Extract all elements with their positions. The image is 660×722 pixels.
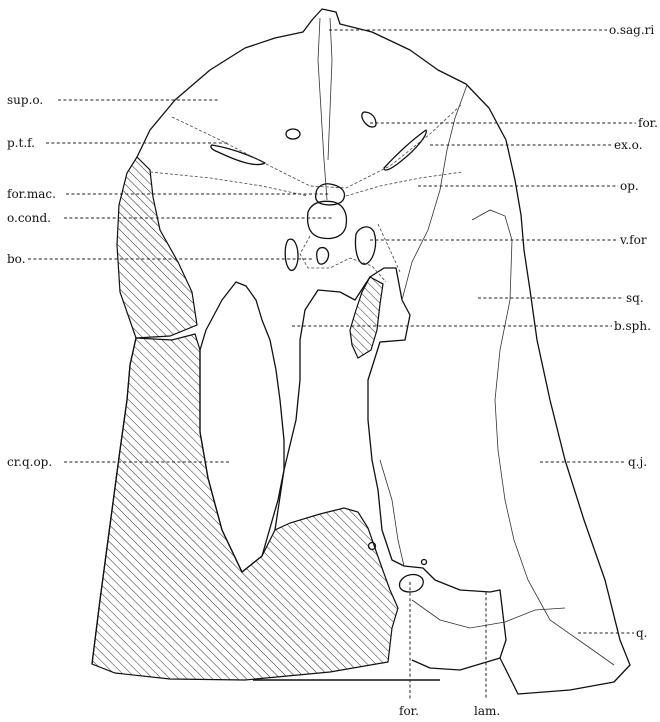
label-ex-o: ex.o.	[614, 138, 643, 152]
post-temporal-fenestra-left	[211, 145, 265, 165]
quadrate-lower-outline	[380, 460, 404, 566]
label-v-for: v.for	[619, 233, 647, 247]
occipital-ridge-right	[328, 18, 332, 160]
small-foramen-center	[317, 248, 329, 264]
label-for-mac: for.mac.	[7, 187, 56, 201]
label-o-cond: o.cond.	[7, 211, 51, 225]
label-for-upper: for.	[638, 116, 658, 130]
hatched-left-strip	[117, 157, 197, 338]
label-q: q.	[636, 626, 648, 640]
label-sq: sq.	[626, 291, 644, 305]
crest-curve	[402, 85, 467, 300]
occipital-ridge	[318, 18, 327, 200]
suture-opisthotic-right	[346, 172, 462, 196]
post-temporal-fenestra-right	[384, 130, 426, 170]
foramen-lower	[399, 575, 423, 592]
label-for-lower: for.	[399, 704, 419, 718]
vagus-foramen	[355, 227, 375, 264]
hatched-center-patch	[350, 277, 383, 358]
suture-side	[378, 224, 400, 272]
label-o-sag-ri: o.sag.ri	[609, 23, 654, 37]
suture-opisthotic-left	[150, 172, 308, 196]
lower-jaw-outline	[412, 600, 565, 628]
label-q-j: q.j.	[628, 455, 647, 469]
foramen-upper-right	[362, 112, 376, 127]
label-bo: bo.	[7, 252, 26, 266]
label-p-t-f: p.t.f.	[7, 136, 35, 150]
label-lam: lam.	[474, 704, 500, 718]
occipital-condyle	[308, 201, 347, 238]
hatched-lower-block	[92, 334, 398, 680]
label-b-sph: b.sph.	[614, 319, 651, 333]
basioccipital-foramen	[285, 239, 298, 270]
label-op: op.	[620, 179, 639, 193]
label-sup-o: sup.o.	[7, 93, 43, 107]
foramen-upper-left	[286, 129, 300, 139]
quadrate-outline	[472, 210, 614, 665]
label-cr-q-op: cr.q.op.	[7, 455, 52, 469]
hatched-regions	[92, 157, 398, 680]
small-pit-lower-2	[422, 560, 427, 565]
